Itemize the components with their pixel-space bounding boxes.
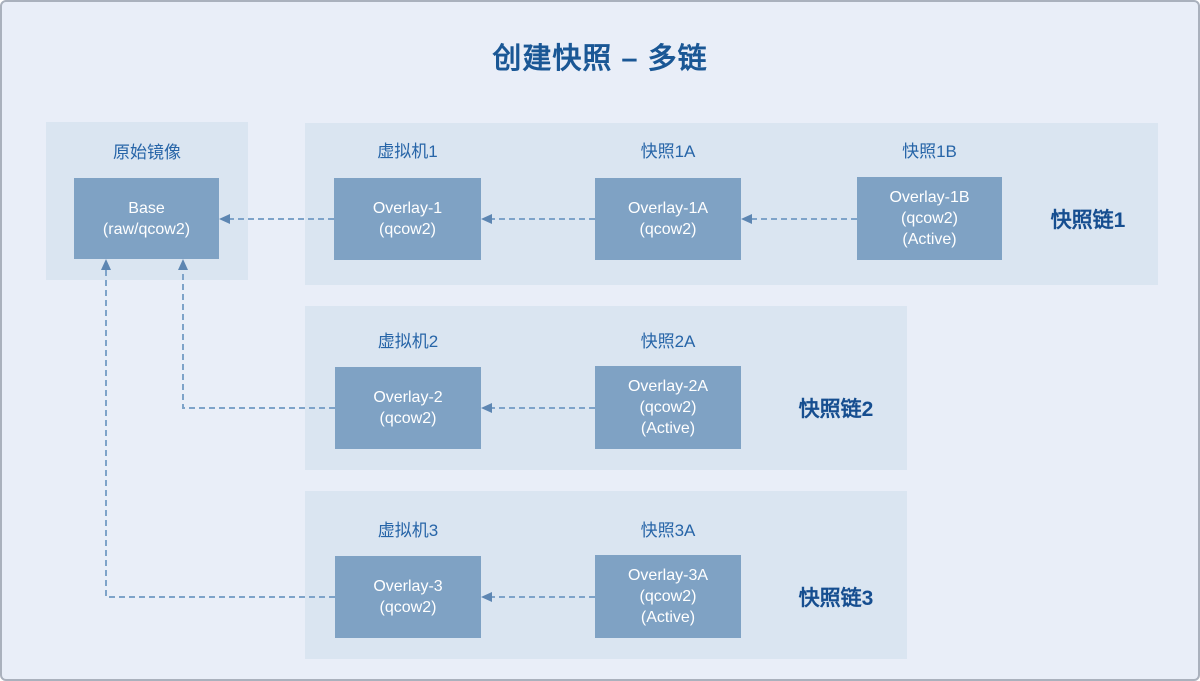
- node-line: (qcow2): [379, 599, 437, 616]
- node-line: (qcow2): [639, 399, 697, 416]
- node-line: (raw/qcow2): [102, 220, 191, 238]
- diagram-title: 创建快照 – 多链: [492, 43, 708, 75]
- node-line: (qcow2): [379, 221, 436, 238]
- node-label-snap3a: 快照3A: [640, 521, 696, 540]
- node-line: (Active): [640, 420, 696, 437]
- node-line: Overlay-1B: [889, 189, 970, 206]
- node-line: (qcow2): [639, 221, 697, 238]
- node-line: (Active): [902, 231, 957, 248]
- chain-1-label: 快照链1: [1050, 209, 1126, 232]
- disk-node-overlay-3a: Overlay-3A (qcow2) (Active): [595, 555, 741, 638]
- disk-node-overlay-1: Overlay-1 (qcow2): [334, 178, 481, 260]
- node-line: Base: [128, 199, 165, 217]
- node-line: Overlay-1: [372, 200, 443, 217]
- backing-arrow-overlay3-to-base: [105, 270, 335, 598]
- node-line: Overlay-3: [373, 578, 443, 595]
- node-line: (Active): [640, 609, 696, 626]
- node-line: Overlay-3A: [627, 567, 709, 584]
- node-label-vm3: 虚拟机3: [377, 521, 439, 540]
- disk-node-overlay-2a: Overlay-2A (qcow2) (Active): [595, 366, 741, 449]
- node-line: (qcow2): [901, 210, 958, 227]
- disk-node-overlay-3: Overlay-3 (qcow2): [335, 556, 481, 638]
- node-label-vm2: 虚拟机2: [377, 332, 439, 351]
- node-line: (qcow2): [639, 588, 697, 605]
- node-line: (qcow2): [379, 410, 437, 427]
- node-line: Overlay-1A: [627, 200, 709, 217]
- node-label-snap1b: 快照1B: [902, 142, 957, 161]
- disk-node-overlay-1b: Overlay-1B (qcow2) (Active): [857, 177, 1002, 260]
- node-label-snap1a: 快照1A: [640, 142, 696, 161]
- disk-node-overlay-1a: Overlay-1A (qcow2): [595, 178, 741, 260]
- node-line: Overlay-2: [373, 389, 443, 406]
- node-label-vm1: 虚拟机1: [377, 142, 438, 161]
- chain-3-label: 快照链3: [798, 587, 874, 610]
- disk-node-base: Base (raw/qcow2): [74, 178, 219, 259]
- node-label-snap2a: 快照2A: [640, 332, 696, 351]
- base-image-label: 原始镜像: [113, 143, 181, 162]
- chain-2-label: 快照链2: [798, 398, 874, 421]
- disk-node-overlay-2: Overlay-2 (qcow2): [335, 367, 481, 449]
- node-line: Overlay-2A: [627, 378, 709, 395]
